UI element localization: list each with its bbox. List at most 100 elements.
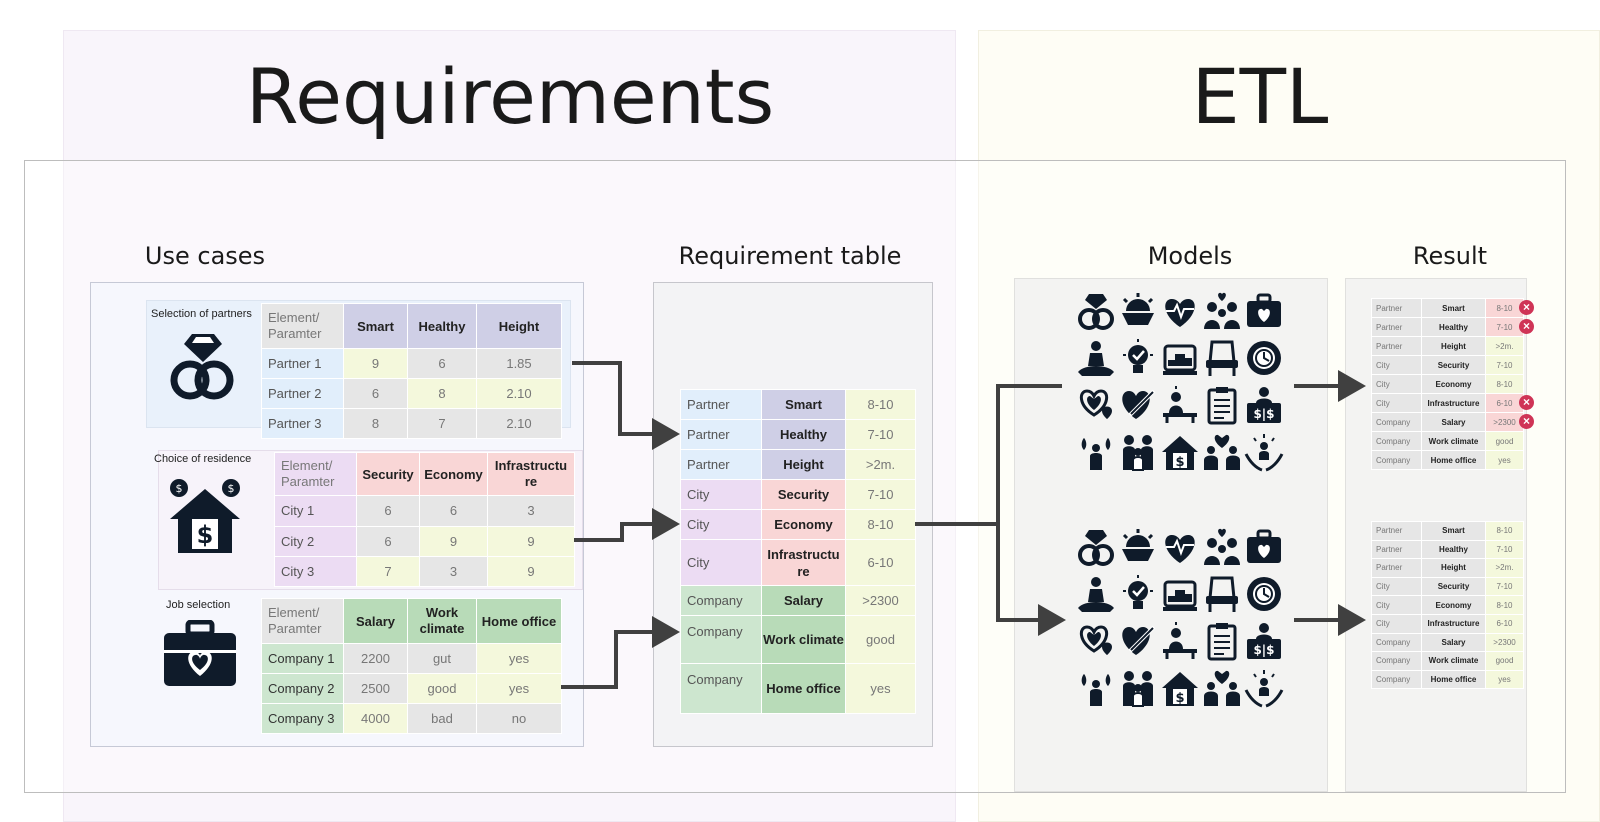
requirement-range: 7-10 — [845, 419, 916, 450]
job-table: Element/ Paramter Salary Work climate Ho… — [261, 598, 562, 734]
idea-bulb-icon — [1123, 575, 1153, 609]
table-cell: 9 — [343, 348, 408, 379]
result-parameter: Height — [1421, 558, 1486, 578]
requirement-category: City — [680, 479, 762, 510]
people-heart-icon — [1204, 670, 1240, 706]
residence-table: Element/ Paramter Security Economy Infra… — [274, 451, 575, 588]
hands-person-icon — [1244, 434, 1284, 472]
result-range: 8-10 — [1485, 595, 1524, 615]
result-category: Company — [1371, 431, 1422, 451]
arrow-partners-to-table — [572, 361, 680, 450]
requirement-range: 8-10 — [845, 509, 916, 540]
armchair-icon — [1206, 576, 1238, 612]
result-range: 6-10 — [1485, 613, 1524, 634]
etl-title: ETL — [1191, 52, 1329, 141]
result-category: City — [1371, 374, 1422, 394]
family-icon — [1123, 435, 1153, 471]
table-cell: Partner 3 — [261, 408, 344, 439]
arrow-residence-to-table — [574, 508, 680, 542]
podium-icon — [1163, 580, 1197, 611]
table-cell: 7 — [356, 555, 420, 588]
table-cell: no — [476, 703, 562, 734]
table-cell: 3 — [487, 495, 575, 527]
fail-x-icon: × — [1519, 319, 1534, 334]
people-heart-icon — [1204, 434, 1240, 470]
requirement-range: 8-10 — [845, 389, 916, 420]
table-cell: Partner 2 — [261, 378, 344, 409]
table-cell: 4000 — [343, 703, 408, 734]
requirement-range: good — [845, 615, 916, 664]
result-category: City — [1371, 576, 1422, 597]
handshake-sun-icon — [1122, 529, 1154, 561]
models-label: Models — [1147, 242, 1233, 270]
table-cell: City 1 — [274, 495, 357, 527]
armchair-icon — [1206, 340, 1238, 376]
result-range: yes — [1485, 450, 1524, 470]
result-range: 7-10 — [1485, 355, 1524, 375]
arrow-table-to-models — [915, 384, 1062, 620]
table-cell: 9 — [487, 525, 575, 557]
requirement-parameter: Salary — [761, 585, 846, 616]
result-parameter: Height — [1421, 336, 1486, 356]
result-range: 7-10 — [1485, 576, 1524, 597]
table-cell: 2.10 — [476, 378, 562, 409]
requirement-range: >2300 — [845, 585, 916, 616]
svg-text:$: $ — [1175, 691, 1184, 706]
result-range: 8-10 — [1485, 521, 1524, 541]
svg-text:$: $ — [197, 521, 214, 549]
table-cell: Partner 1 — [261, 348, 344, 379]
requirement-range: >2m. — [845, 449, 916, 480]
table-cell: bad — [407, 703, 477, 734]
requirement-parameter: Work climate — [761, 615, 846, 664]
result-category: Company — [1371, 412, 1422, 432]
table-cell: good — [407, 673, 477, 704]
result-parameter: Smart — [1421, 298, 1486, 318]
result-range: >2300 — [1485, 632, 1524, 653]
use-cases-label: Use cases — [144, 242, 266, 270]
requirements-title: Requirements — [245, 52, 775, 141]
rings-icon — [1078, 530, 1114, 566]
table-header-cell: Smart — [343, 303, 408, 349]
clipboard-icon — [1207, 387, 1237, 425]
result-parameter: Work climate — [1421, 431, 1486, 451]
clock-wheel-icon — [1247, 341, 1281, 375]
rings-icon — [170, 334, 234, 400]
briefcase-heart-icon — [1247, 293, 1281, 327]
clock-wheel-icon — [1247, 577, 1281, 611]
requirement-parameter: Economy — [761, 509, 846, 540]
result-category: Company — [1371, 632, 1422, 653]
result-parameter: Healthy — [1421, 539, 1486, 560]
result-parameter: Economy — [1421, 595, 1486, 615]
svg-text:$: $ — [176, 482, 183, 495]
presenter-dollar-icon: $|$ — [1247, 387, 1281, 423]
result-parameter: Security — [1421, 576, 1486, 597]
plant-person-icon — [1081, 674, 1111, 706]
svg-text:$|$: $|$ — [1253, 407, 1274, 421]
idea-bulb-icon — [1123, 339, 1153, 373]
result-label: Result — [1412, 242, 1488, 270]
table-cell: 8 — [343, 408, 408, 439]
table-cell: 6 — [343, 378, 408, 409]
partners-caption: Selection of partners — [151, 308, 252, 320]
table-cell: 9 — [419, 525, 488, 557]
fail-x-icon: × — [1519, 414, 1534, 429]
heart-balloon-icon — [1079, 389, 1112, 419]
table-cell: Company 1 — [261, 643, 344, 674]
table-cell: yes — [476, 643, 562, 674]
podium-icon — [1163, 344, 1197, 375]
residence-caption: Choice of residence — [154, 453, 252, 465]
result-category: City — [1371, 613, 1422, 634]
